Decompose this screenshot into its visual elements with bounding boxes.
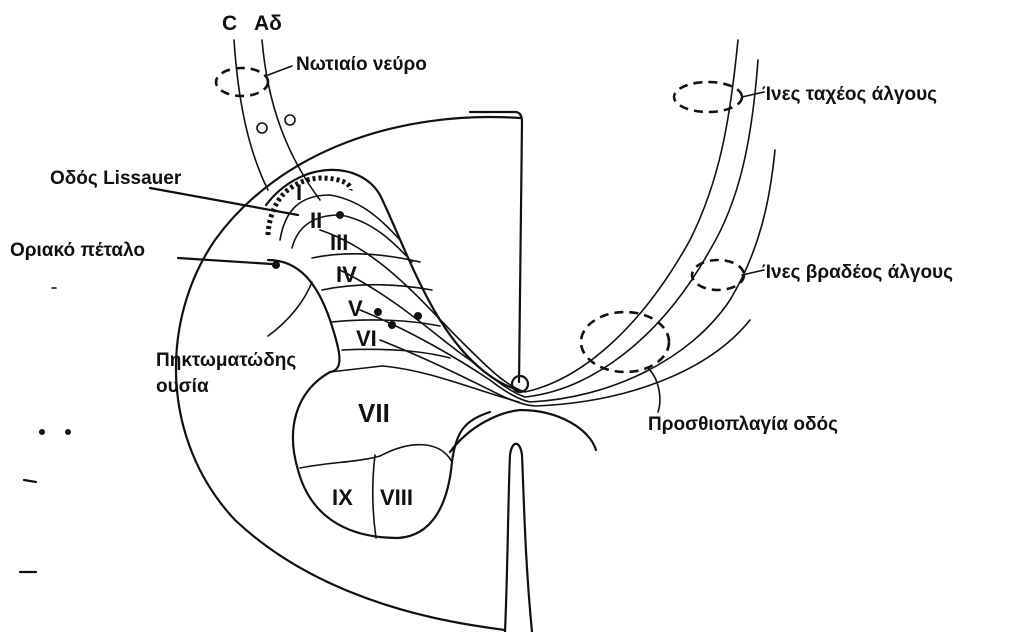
slow-pain-fibers-label: Ίνες βραδέος άλγους	[762, 262, 953, 283]
spinal-nerve-bundle-marker	[216, 68, 268, 96]
gelatinous-substance-label-line1: Πηκτωματώδης	[156, 350, 296, 371]
neuron-dot-4	[414, 312, 422, 320]
leader-lissauer	[150, 188, 298, 215]
gelatinous-substance-label-line2: ουσία	[156, 376, 209, 397]
neuron-dot-5	[272, 261, 280, 269]
lamina-iii-label: III	[330, 230, 348, 255]
dorsal-horn-outer	[266, 170, 519, 390]
lissauer-tract-label: Οδός Lissauer	[50, 168, 182, 189]
fiber-cell-body-1	[257, 123, 267, 133]
lamina-vii-viii-divider	[300, 456, 380, 468]
spinal-nerve-label: Νωτιαίο νεύρο	[296, 54, 427, 75]
lamina-ix-label: IX	[332, 485, 353, 510]
lamina-iv-label: IV	[336, 262, 357, 287]
lamina-viii-label: VIII	[380, 485, 413, 510]
neuron-dot-2	[374, 308, 382, 316]
ventral-horn-outline	[293, 372, 490, 538]
crossing-fiber-3	[360, 150, 775, 402]
scan-speck-1	[39, 429, 45, 435]
lamina-viii-right-border	[380, 445, 452, 462]
scan-dash-1	[24, 480, 36, 482]
scan-speck-2	[65, 429, 71, 435]
leader-anterolateral	[648, 368, 660, 412]
c-fiber-label: C	[222, 12, 237, 35]
marginal-layer-label: Οριακό πέταλο	[10, 240, 145, 261]
anterolateral-tract-label: Προσθιοπλαγία οδός	[648, 414, 838, 435]
ventral-fissure-slit	[505, 444, 532, 632]
lamina-ii-label: II	[310, 208, 322, 233]
leader-spinal-nerve	[268, 66, 292, 75]
leader-marginal	[178, 258, 272, 264]
lamina-i-label: I	[296, 180, 302, 205]
ventral-median-fissure	[450, 410, 596, 452]
spinal-cord-outline	[176, 117, 520, 630]
neuron-dot-1	[336, 211, 344, 219]
lamina-line-iii-iv	[312, 254, 420, 262]
c-fiber	[234, 40, 268, 190]
lamina-v-label: V	[348, 296, 363, 321]
anterolateral-bundle-marker	[581, 312, 669, 372]
fiber-cell-body-2	[285, 115, 295, 125]
neuron-dot-3	[388, 321, 396, 329]
fast-pain-fibers-label: Ίνες ταχέος άλγους	[762, 84, 937, 105]
lamina-vii-label: VII	[358, 398, 390, 428]
slow-pain-bundle-marker	[692, 260, 744, 290]
crossing-fiber-1	[320, 40, 738, 392]
adelta-fiber-label: Aδ	[254, 12, 282, 35]
leader-gelatinous	[268, 282, 312, 336]
lamina-ix-viii-divider	[373, 455, 376, 538]
dorsal-septum-line	[470, 112, 522, 382]
leader-fast-pain	[742, 92, 764, 97]
lamina-vi-label: VI	[356, 326, 377, 351]
dorsal-horn-base	[330, 366, 519, 402]
